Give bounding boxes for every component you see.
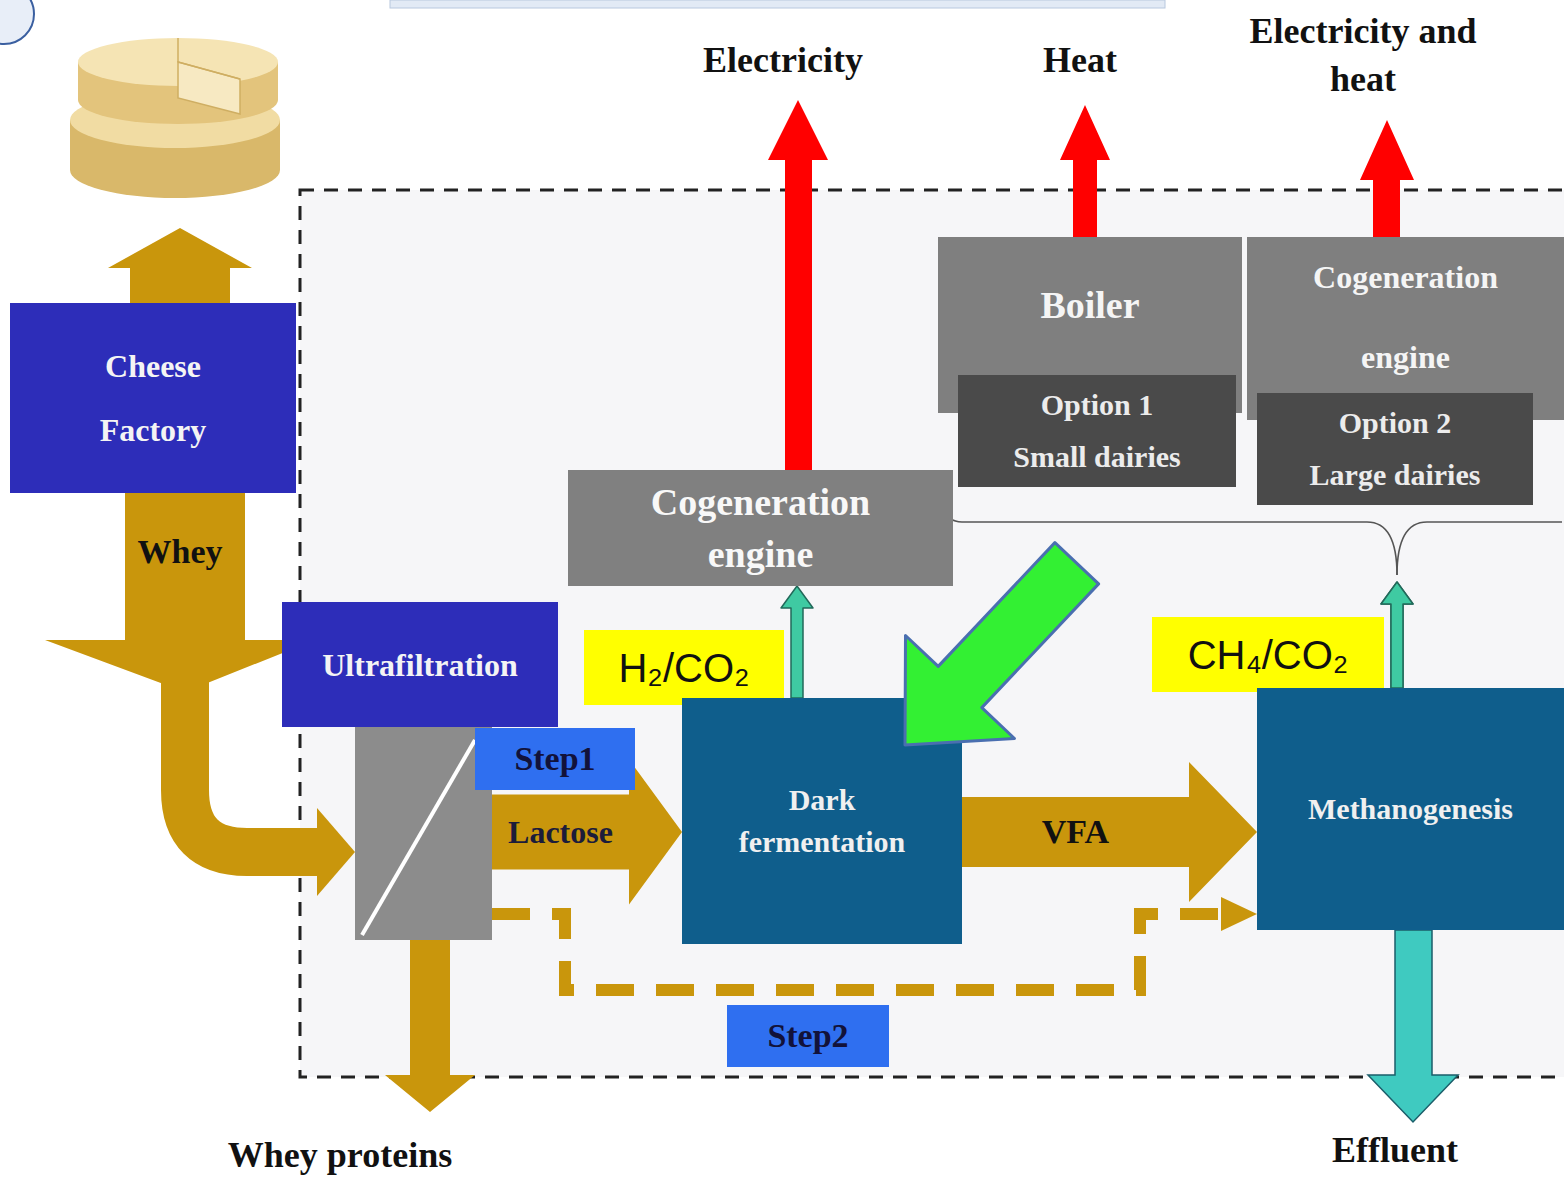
flow-arrow: [1381, 522, 1562, 688]
effluent-arrow: [1368, 930, 1458, 1122]
process-box: Ultrafiltration: [282, 602, 558, 727]
box-label: Option 1: [1041, 379, 1154, 431]
boiler-box: BoilerOption 1Small dairies: [938, 237, 1242, 413]
arrow-shape: [1221, 897, 1257, 931]
product-arrow: [108, 228, 252, 303]
arrow-shape: [1381, 582, 1413, 688]
box-label: Dark fermentation: [722, 779, 922, 863]
arrow-shape: [317, 808, 355, 896]
option-box: Option 1Small dairies: [958, 375, 1236, 487]
edge-label: VFA: [1042, 812, 1109, 852]
engine-box: Cogeneration engine: [568, 470, 953, 586]
reactor-box: Dark fermentation: [682, 698, 962, 944]
arrow-shape: [962, 762, 1257, 902]
top-bar: [390, 0, 1165, 8]
box-label: Cogeneration engine: [1281, 237, 1531, 397]
output-arrow: [768, 100, 828, 470]
box-label: Large dairies: [1310, 449, 1481, 501]
engine-box: Cogeneration engineOption 2Large dairies: [1247, 237, 1564, 420]
membrane-unit: [355, 727, 492, 940]
option-box: Option 2Large dairies: [1257, 393, 1533, 505]
output-arrow: [1360, 120, 1414, 237]
factory-box: Cheese Factory: [10, 303, 296, 493]
gas-tag: CH₄/CO₂: [1152, 617, 1384, 692]
box-label: CH₄/CO₂: [1188, 631, 1349, 679]
arrow-line: [1397, 522, 1562, 575]
step-tag: Step1: [475, 728, 635, 790]
edge-label: Lactose: [508, 812, 613, 852]
cheese-illustration: [70, 38, 280, 198]
box-label: Step1: [514, 739, 595, 779]
arrow-shape: [781, 586, 813, 698]
output-arrow: [1060, 105, 1110, 237]
output-label: Electricity and heat: [1228, 7, 1498, 103]
highlight-arrow: [905, 543, 1099, 745]
gas-tag: H₂/CO₂: [584, 630, 784, 705]
reactor-box: Methanogenesis: [1257, 688, 1564, 930]
arrow-shape: [1381, 582, 1413, 688]
box-label: Small dairies: [1013, 431, 1181, 483]
step-tag: Step2: [727, 1005, 889, 1067]
box-label: Cogeneration engine: [601, 476, 921, 580]
membrane-line: [362, 740, 475, 935]
box-label: Ultrafiltration: [322, 645, 518, 685]
output-label: Effluent: [1285, 1130, 1505, 1170]
box-label: Boiler: [1040, 283, 1139, 327]
flow-arrow: [962, 762, 1257, 902]
box-label: Step2: [767, 1016, 848, 1056]
box-label: Methanogenesis: [1308, 788, 1513, 830]
box-label: Option 2: [1339, 397, 1452, 449]
flow-arrow: [781, 586, 813, 698]
logo: [0, 0, 34, 44]
box-label: Cheese Factory: [66, 334, 241, 462]
edge-label: Whey: [138, 532, 223, 572]
output-label: Heat: [1000, 36, 1160, 84]
product-arrow: [385, 940, 475, 1112]
box-label: H₂/CO₂: [618, 644, 749, 692]
output-label: Electricity: [663, 36, 903, 84]
output-label: Whey proteins: [190, 1133, 490, 1177]
